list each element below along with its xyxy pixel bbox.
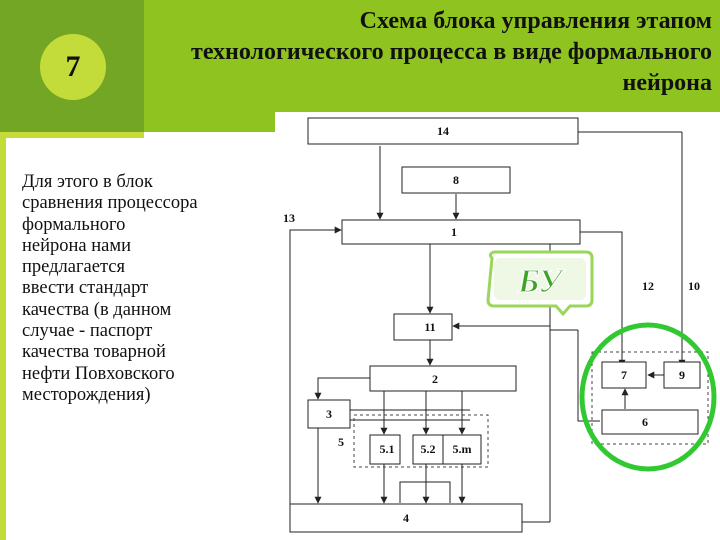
block-9-label: 9 [679, 368, 685, 382]
slide-number-badge: 7 [40, 34, 106, 100]
slide-number: 7 [65, 50, 81, 83]
block-8-label: 8 [453, 173, 459, 187]
title-line-1: Схема блока управления этапом [359, 8, 712, 34]
body-line: качества (в данном [22, 299, 172, 320]
block-4-label: 4 [403, 511, 409, 525]
connector-1-12 [580, 231, 623, 240]
title-band [144, 0, 720, 132]
body-line: случае - паспорт [22, 321, 153, 342]
dashed-group-5 [353, 414, 489, 468]
block-5-1-label: 5.1 [380, 442, 395, 456]
slide-title: Схема блока управления этапом технологич… [92, 6, 712, 99]
block-8 [401, 166, 511, 194]
highlight-ring [579, 322, 717, 472]
block-1 [341, 219, 581, 245]
line-5-label: 5 [338, 435, 344, 449]
body-line: формального [22, 214, 126, 235]
block-7 [601, 361, 647, 389]
block-3-label: 3 [326, 407, 332, 421]
block-5-m [442, 434, 482, 465]
block-3 [307, 399, 351, 429]
body-line: сравнения процессора [22, 193, 198, 214]
title-line-3: нейрона [622, 70, 712, 96]
dashed-group-7-9-6 [591, 351, 709, 445]
line-10-label: 10 [688, 279, 700, 293]
block-11-label: 11 [424, 320, 435, 334]
block-9 [663, 361, 701, 389]
body-line: ввести стандарт [22, 278, 149, 299]
body-line: предлагается [22, 257, 126, 278]
line-12-label: 12 [642, 279, 654, 293]
block-6 [601, 409, 699, 435]
block-6-label: 6 [642, 415, 648, 429]
block-11 [393, 313, 453, 341]
block-4 [289, 503, 523, 533]
bu-badge: БУ [486, 250, 594, 317]
body-line: нефти Повховского [22, 363, 175, 384]
title-band-extension [144, 112, 274, 132]
block-2 [369, 365, 517, 392]
block-7-label: 7 [621, 368, 627, 382]
block-14 [307, 117, 579, 145]
body-line: нейрона нами [22, 235, 131, 256]
connector-4-bus [399, 481, 451, 503]
block-14-label: 14 [437, 124, 449, 138]
body-line: месторождения) [22, 384, 151, 405]
connector-2-3 [314, 377, 370, 400]
line-13-label: 13 [283, 211, 295, 225]
body-text: Для этого в блок сравнения процессора фо… [22, 172, 262, 406]
connector-13 [289, 226, 342, 504]
bu-badge-label: БУ [517, 263, 565, 300]
block-2-label: 2 [432, 372, 438, 386]
title-line-2: технологического процесса в виде формаль… [191, 39, 712, 65]
block-5-1 [369, 434, 401, 465]
body-line: качества товарной [22, 342, 166, 363]
body-line: Для этого в блок [22, 172, 153, 192]
block-5-2-label: 5.2 [421, 442, 436, 456]
text-panel [6, 138, 270, 540]
block-5-m-label: 5.m [453, 442, 472, 456]
block-1-label: 1 [451, 225, 457, 239]
connector-6-left [577, 330, 600, 422]
block-5-2 [412, 434, 444, 465]
